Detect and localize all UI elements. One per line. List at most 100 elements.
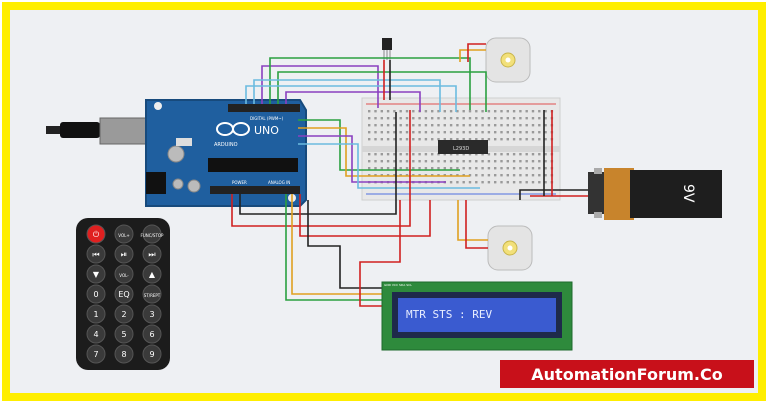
remote-button[interactable]: ⏭ bbox=[142, 244, 162, 264]
breadboard-hole bbox=[519, 124, 522, 127]
breadboard-hole bbox=[380, 124, 383, 127]
remote-button-face[interactable] bbox=[114, 264, 134, 284]
breadboard-hole bbox=[481, 153, 484, 156]
remote-button[interactable]: ⏮ bbox=[86, 244, 106, 264]
breadboard-hole bbox=[405, 131, 409, 134]
remote-button[interactable]: EQ bbox=[114, 284, 134, 304]
breadboard-hole bbox=[519, 181, 522, 184]
breadboard-hole bbox=[475, 167, 478, 170]
remote-button[interactable]: 1 bbox=[86, 304, 106, 324]
breadboard-hole bbox=[462, 117, 465, 120]
remote-button-face[interactable] bbox=[114, 304, 134, 324]
remote-button-face[interactable] bbox=[114, 344, 134, 364]
breadboard-hole bbox=[431, 160, 434, 163]
breadboard-hole bbox=[412, 110, 415, 113]
remote-button-face[interactable] bbox=[86, 244, 106, 264]
remote-button-face[interactable] bbox=[86, 284, 106, 304]
remote-button-face[interactable] bbox=[114, 324, 134, 344]
breadboard-hole bbox=[481, 138, 484, 141]
remote-button-face[interactable] bbox=[142, 324, 162, 344]
breadboard-hole bbox=[494, 117, 497, 120]
remote-button[interactable]: 2 bbox=[114, 304, 134, 324]
breadboard-hole bbox=[412, 167, 415, 170]
breadboard-hole bbox=[500, 124, 503, 127]
breadboard-hole bbox=[468, 117, 472, 120]
breadboard-hole bbox=[443, 167, 446, 170]
remote-button-face[interactable] bbox=[86, 304, 106, 324]
breadboard-hole bbox=[475, 160, 478, 163]
remote-button-face[interactable] bbox=[142, 244, 162, 264]
breadboard-hole bbox=[519, 160, 522, 163]
breadboard-hole bbox=[418, 153, 421, 156]
remote-button[interactable]: ▲ bbox=[142, 264, 162, 284]
breadboard-hole bbox=[437, 153, 440, 156]
remote-button-face[interactable] bbox=[142, 264, 162, 284]
remote-button-face[interactable] bbox=[114, 244, 134, 264]
breadboard-hole bbox=[456, 153, 459, 156]
watermark-banner bbox=[500, 360, 754, 388]
breadboard-hole bbox=[449, 124, 453, 127]
breadboard-hole bbox=[500, 160, 503, 163]
breadboard-hole bbox=[380, 138, 383, 141]
remote-button-face[interactable] bbox=[142, 304, 162, 324]
remote-button[interactable]: 6 bbox=[142, 324, 162, 344]
remote-button[interactable]: 3 bbox=[142, 304, 162, 324]
remote-button[interactable]: 5 bbox=[114, 324, 134, 344]
breadboard-hole bbox=[449, 131, 453, 134]
breadboard-hole bbox=[374, 160, 377, 163]
breadboard-hole bbox=[531, 117, 535, 120]
remote-button[interactable]: VOL- bbox=[114, 264, 134, 284]
remote-button-face[interactable] bbox=[86, 344, 106, 364]
breadboard-hole bbox=[525, 160, 528, 163]
remote-button[interactable]: 4 bbox=[86, 324, 106, 344]
breadboard-hole bbox=[368, 117, 371, 120]
breadboard-hole bbox=[506, 110, 509, 113]
remote-button-label: 5 bbox=[121, 330, 126, 339]
remote-button-face[interactable] bbox=[86, 224, 106, 244]
breadboard-hole bbox=[531, 174, 535, 177]
remote-button[interactable]: FUNC/STOP bbox=[141, 224, 164, 244]
remote-button-face[interactable] bbox=[142, 344, 162, 364]
breadboard-hole bbox=[424, 131, 428, 134]
breadboard-hole bbox=[393, 167, 396, 170]
breadboard-hole bbox=[412, 117, 415, 120]
remote-button[interactable]: 7 bbox=[86, 344, 106, 364]
breadboard-hole bbox=[368, 138, 371, 141]
breadboard-hole bbox=[405, 117, 409, 120]
breadboard-hole bbox=[487, 181, 491, 184]
breadboard-hole bbox=[544, 131, 547, 134]
breadboard-hole bbox=[525, 138, 528, 141]
breadboard-hole bbox=[538, 138, 541, 141]
breadboard-hole bbox=[544, 167, 547, 170]
remote-button[interactable]: ST/REPT bbox=[142, 284, 162, 304]
breadboard-hole bbox=[544, 110, 547, 113]
breadboard-hole bbox=[386, 131, 390, 134]
breadboard-hole bbox=[456, 124, 459, 127]
remote-button-face[interactable] bbox=[142, 224, 162, 244]
remote-button[interactable]: 9 bbox=[142, 344, 162, 364]
breadboard-hole bbox=[494, 160, 497, 163]
breadboard-hole bbox=[374, 124, 377, 127]
remote-button[interactable]: ⏯ bbox=[114, 244, 134, 264]
breadboard-hole bbox=[456, 167, 459, 170]
breadboard-hole bbox=[431, 131, 434, 134]
remote-button-face[interactable] bbox=[114, 284, 134, 304]
remote-button-face[interactable] bbox=[114, 224, 134, 244]
watermark-text: AutomationForum.Co bbox=[531, 365, 722, 384]
breadboard-hole bbox=[405, 124, 409, 127]
breadboard-hole bbox=[424, 117, 428, 120]
breadboard-hole bbox=[531, 138, 535, 141]
remote-button[interactable]: ▼ bbox=[86, 264, 106, 284]
breadboard-hole bbox=[475, 181, 478, 184]
remote-button-face[interactable] bbox=[86, 324, 106, 344]
breadboard-hole bbox=[519, 153, 522, 156]
remote-button[interactable]: VOL+ bbox=[114, 224, 134, 244]
remote-button[interactable]: 0 bbox=[86, 284, 106, 304]
breadboard-hole bbox=[481, 110, 484, 113]
remote-button[interactable]: ⏻ bbox=[86, 224, 106, 244]
remote-button-face[interactable] bbox=[142, 284, 162, 304]
remote-button[interactable]: 8 bbox=[114, 344, 134, 364]
remote-button-face[interactable] bbox=[86, 264, 106, 284]
remote-button-label: ▼ bbox=[93, 270, 100, 279]
